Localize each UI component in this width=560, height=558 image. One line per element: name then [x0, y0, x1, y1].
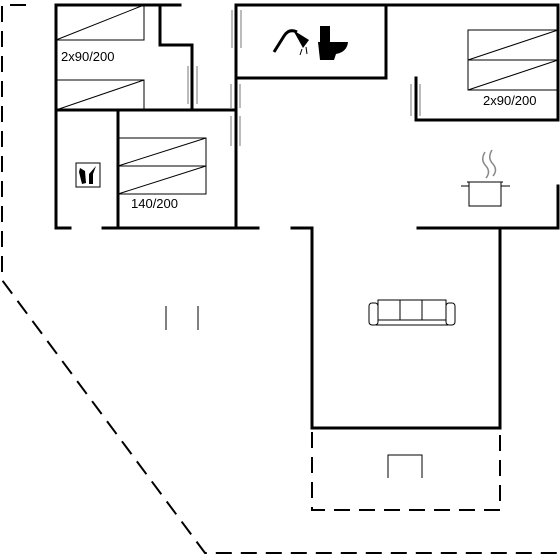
walls — [54, 3, 560, 430]
bed-label-right: 2x90/200 — [483, 93, 537, 108]
bed-label-top-left: 2x90/200 — [61, 49, 115, 64]
toilet-icon — [318, 26, 348, 60]
door-marks — [187, 10, 421, 146]
wine-bottles-icon — [75, 162, 101, 188]
garden-furniture-icon — [387, 454, 423, 478]
bed-label-small: 140/200 — [131, 196, 178, 211]
cooking-pot-icon — [461, 149, 510, 207]
bed-top-left-2 — [55, 79, 145, 111]
bed-small — [117, 137, 207, 195]
outdoor-bench-icon — [165, 306, 199, 330]
dashed-boundary — [1, 4, 558, 554]
bed-right — [467, 29, 559, 91]
shower-icon — [272, 29, 309, 56]
bed-top-left-1 — [55, 4, 145, 41]
sofa-icon — [368, 299, 456, 326]
